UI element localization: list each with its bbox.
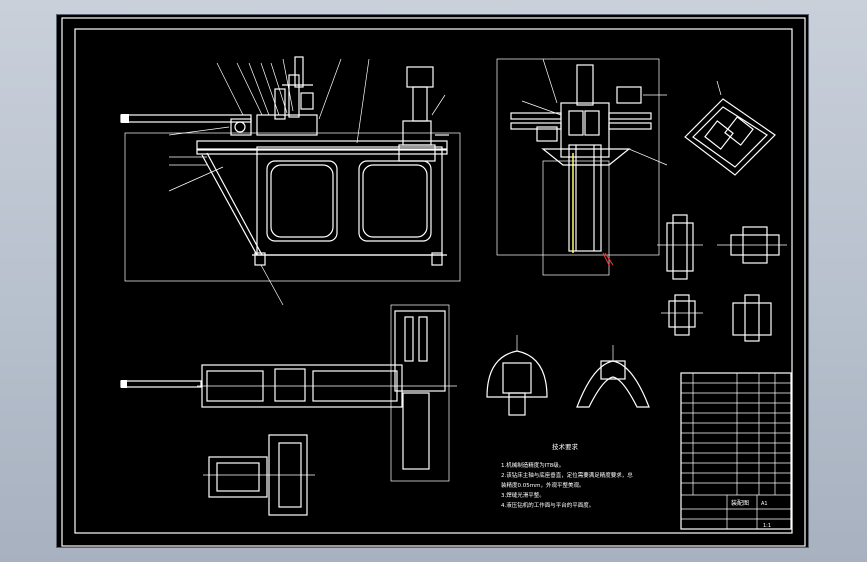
section-details [657,214,787,342]
drawing-sheet[interactable]: 技术要求 1.机械制造精度为IT8级。 2.该钻床主轴与底座垂直，定位需要满足精… [56,14,809,548]
title-block: 装配图 1:1 A1 [680,372,792,530]
sheet-label: A1 [761,501,768,507]
scale-label: 1:1 [763,523,771,529]
note-line-1: 1.机械制造精度为IT8级。 [501,461,564,469]
inner-border [74,28,793,534]
note-line-3: 装精度0.05mm，外观平整美观。 [501,481,584,489]
drawing-name: 装配图 [731,499,749,507]
detail-bottom-left [203,434,315,516]
note-line-4: 3.焊缝光滑平整。 [501,491,545,499]
side-view [496,58,668,276]
notes-heading: 技术要求 [552,442,579,451]
note-line-5: 4.液压钻机的工作面与平台的平面度。 [501,501,594,509]
note-line-2: 2.该钻床主轴与底座垂直，定位需要满足精度要求，总 [501,471,633,479]
detail-rotated [684,80,776,176]
outer-border [61,17,806,547]
section-middle [486,335,650,416]
assembly-drawing: 技术要求 1.机械制造精度为IT8级。 2.该钻床主轴与底座垂直，定位需要满足精… [61,17,806,547]
top-view [120,304,457,482]
front-view [120,56,461,306]
